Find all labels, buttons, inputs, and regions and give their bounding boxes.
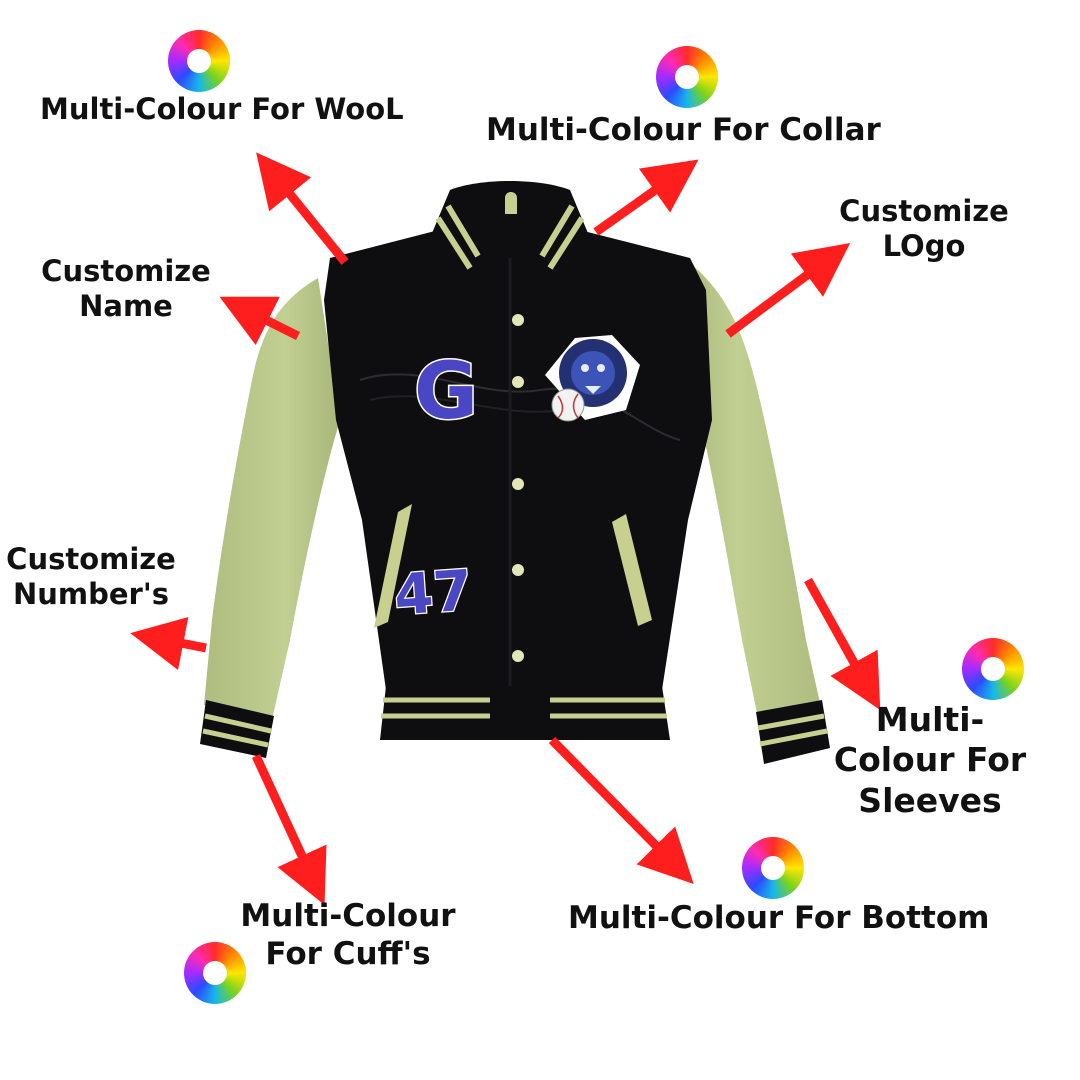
- label-wool: Multi-Colour For WooL: [40, 92, 404, 126]
- right-cuff: [756, 700, 830, 764]
- arrows: [130, 152, 881, 905]
- arrow-icon: [219, 296, 301, 346]
- waistband: [380, 686, 670, 740]
- arrow-icon: [256, 152, 349, 265]
- color-wheel-icon: [962, 638, 1024, 700]
- right-pocket: [612, 514, 652, 626]
- left-pocket: [374, 504, 412, 628]
- arrow-icon: [548, 736, 694, 884]
- arrow-icon: [251, 754, 327, 905]
- color-wheel-icon: [168, 30, 230, 92]
- number-patch: 47: [392, 558, 474, 628]
- label-bottom: Multi-Colour For Bottom: [568, 900, 990, 936]
- arrow-icon: [130, 617, 207, 671]
- color-wheel-icon: [656, 46, 718, 108]
- collar: [430, 181, 590, 292]
- color-wheel-icon: [742, 837, 804, 899]
- arrow-icon: [593, 159, 699, 236]
- left-cuff: [200, 700, 274, 758]
- label-collar: Multi-Colour For Collar: [486, 112, 881, 148]
- letter-patch: G: [414, 347, 478, 437]
- right-sleeve: [680, 255, 822, 728]
- baseball-icon: [551, 388, 585, 422]
- color-wheel-icon: [184, 942, 246, 1004]
- arrow-icon: [725, 242, 851, 338]
- left-sleeve: [204, 278, 340, 720]
- arrow-icon: [804, 577, 881, 711]
